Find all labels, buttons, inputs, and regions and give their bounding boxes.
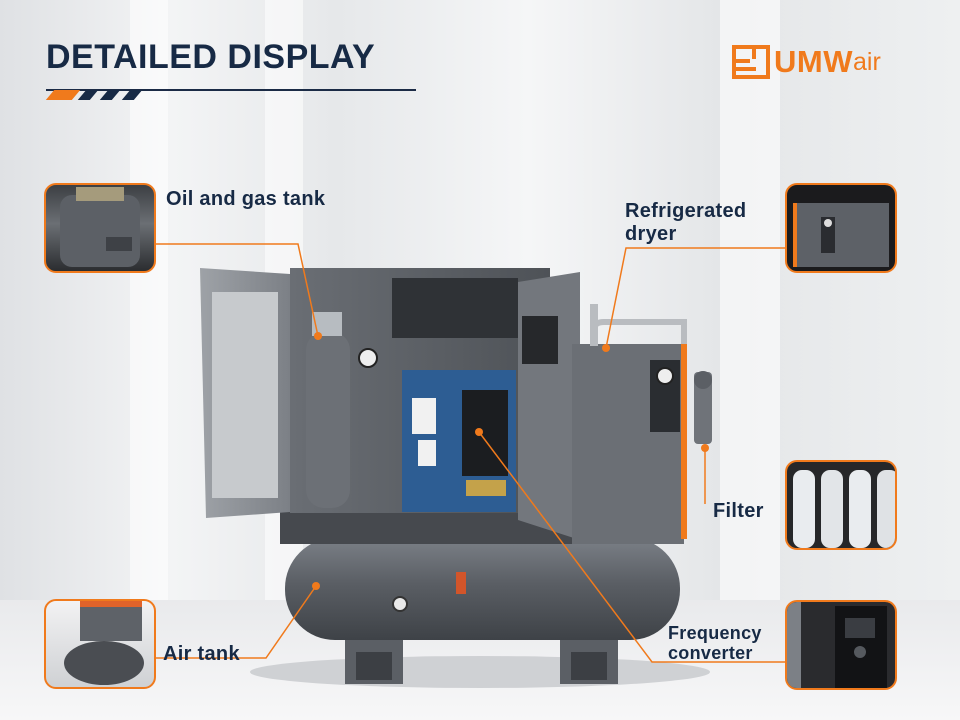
filter-thumbnail: [785, 460, 897, 550]
callout-dot: [314, 332, 322, 340]
page-title: DETAILED DISPLAY: [46, 38, 376, 76]
frequency-converter-label-line2: converter: [668, 643, 753, 663]
refrigerated-dryer-thumbnail: [785, 183, 897, 273]
callout-dot: [701, 444, 709, 452]
callout-dot: [312, 582, 320, 590]
oil-gas-tank-label: Oil and gas tank: [166, 188, 326, 210]
callout-dot: [475, 428, 483, 436]
brand-logo: UMW air: [732, 44, 881, 80]
umwair-logo-icon: [732, 45, 770, 79]
title-underline: [46, 89, 416, 91]
air-tank-thumbnail: [44, 599, 156, 689]
brand-suffix: air: [852, 47, 881, 76]
frequency-converter-label-line1: Frequency: [668, 623, 762, 643]
refrigerated-dryer-label-line2: dryer: [625, 223, 677, 245]
air-tank-label: Air tank: [163, 643, 240, 665]
filter-label: Filter: [713, 500, 764, 522]
frequency-converter-thumbnail: [785, 600, 897, 690]
callout-dot: [602, 344, 610, 352]
refrigerated-dryer-label-line1: Refrigerated: [625, 200, 747, 222]
brand-name: UMW: [774, 44, 853, 79]
oil-gas-tank-thumbnail: [44, 183, 156, 273]
